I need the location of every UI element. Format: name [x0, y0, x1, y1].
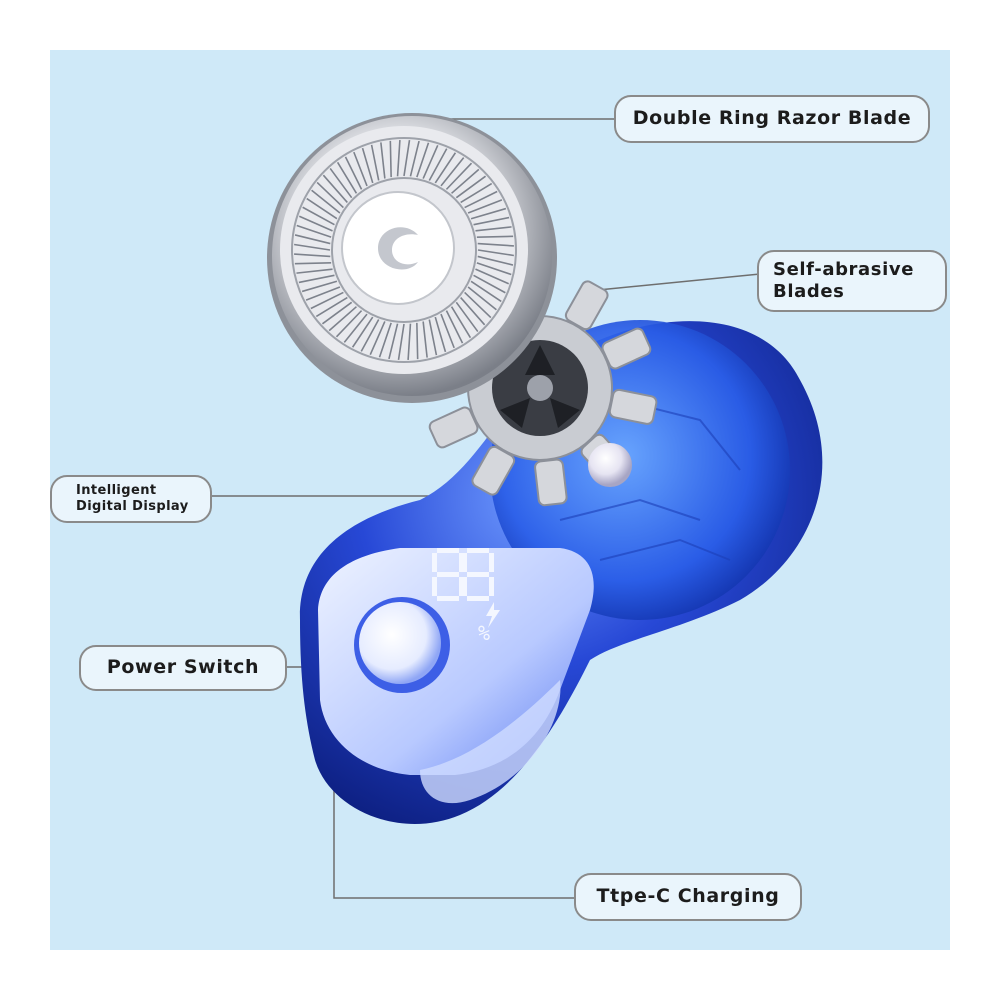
blade-spoke	[467, 199, 503, 214]
blade-spoke	[407, 323, 412, 360]
blade-spoke	[353, 151, 368, 187]
blade-spoke	[296, 224, 332, 238]
blade-spoke	[388, 323, 399, 360]
blade-spoke	[409, 140, 420, 177]
blade-spoke	[378, 322, 392, 358]
blade-spoke	[476, 235, 514, 238]
blade-arm	[564, 280, 609, 331]
blade-spoke	[316, 181, 344, 209]
blade-spoke	[329, 167, 353, 199]
blade-spoke	[343, 313, 368, 343]
blade-spoke	[335, 310, 363, 338]
blade-spoke	[445, 162, 473, 190]
blade-spoke	[464, 190, 498, 209]
blade-spoke	[389, 140, 392, 178]
blade-spoke	[294, 234, 331, 245]
power-button-illustration	[354, 597, 450, 693]
blade-spoke	[344, 156, 363, 190]
blade-spoke	[311, 189, 341, 214]
blade-spoke	[473, 216, 510, 226]
blade-spoke	[445, 310, 464, 344]
blade-spoke	[477, 255, 514, 266]
blade-spoke	[451, 168, 480, 194]
blade-spoke	[476, 262, 512, 276]
blade-spoke	[294, 243, 331, 251]
blade-spoke	[450, 306, 472, 339]
blade-spoke	[477, 242, 514, 247]
blade-arm	[534, 458, 568, 507]
blade-spoke	[370, 144, 380, 181]
callout-self-abrasive-blades: Self-abrasive Blades	[757, 250, 947, 312]
blade-spoke	[455, 301, 479, 333]
blade-arm	[471, 445, 516, 496]
blade-spoke	[470, 280, 502, 303]
callout-intelligent-digital-display-text: Intelligent Digital Display	[76, 482, 189, 514]
blade-spoke	[301, 280, 338, 293]
callout-self-abrasive-blades-text: Self-abrasive Blades	[773, 258, 915, 303]
blade-spoke	[403, 140, 411, 177]
blade-spoke	[380, 142, 386, 179]
blade-spoke	[351, 316, 374, 348]
blade-spoke	[306, 197, 338, 220]
blade-spoke	[302, 206, 335, 226]
blade-spoke	[434, 152, 457, 184]
blade-spoke	[473, 274, 506, 294]
blade-spoke	[464, 291, 492, 319]
blade-spoke	[460, 182, 493, 204]
blade-spoke	[475, 268, 510, 285]
blade-spoke	[397, 323, 405, 360]
callout-double-ring-razor-blade-text: Double Ring Razor Blade	[632, 107, 912, 130]
leader-line-self-abrasive	[597, 273, 761, 291]
blade-spoke	[296, 268, 333, 274]
brand-logo-icon	[378, 227, 418, 270]
callout-power-switch-text: Power Switch	[106, 656, 260, 679]
blade-spoke	[416, 142, 430, 178]
blade-spoke	[322, 174, 348, 203]
blade-spoke	[294, 253, 331, 258]
blade-spoke	[440, 157, 465, 187]
blade-spoke	[396, 140, 401, 177]
blade-spoke	[477, 249, 514, 257]
shaver-body	[299, 320, 823, 824]
blade-spoke	[328, 306, 357, 332]
blade-spoke	[470, 207, 507, 220]
bolt-icon	[486, 602, 500, 628]
blade-spoke	[321, 301, 353, 325]
blade-spoke	[475, 226, 512, 232]
blade-spoke	[369, 321, 386, 356]
blade-spoke	[422, 144, 439, 179]
blade-spoke	[305, 286, 341, 301]
blade-spoke	[455, 175, 487, 199]
blade-spoke	[361, 147, 374, 184]
blade-spoke	[360, 319, 380, 352]
blade-spoke	[428, 148, 448, 181]
callout-type-c-charging-text: Ttpe-C Charging	[596, 885, 780, 908]
blade-spoke	[336, 161, 358, 194]
blade-spoke	[294, 262, 332, 265]
blade-spoke	[298, 274, 335, 284]
blade-spoke	[298, 215, 333, 232]
blade-spoke	[416, 322, 419, 360]
callout-double-ring-razor-blade: Double Ring Razor Blade	[614, 95, 930, 143]
razor-head	[267, 113, 557, 403]
blade-spoke	[315, 296, 348, 318]
blade-spoke	[422, 321, 428, 358]
blade-spoke	[310, 291, 344, 310]
blade-spoke	[440, 313, 455, 349]
blade-spoke	[434, 316, 447, 353]
blade-spoke	[467, 286, 497, 311]
callout-type-c-charging: Ttpe-C Charging	[574, 873, 802, 921]
callout-power-switch: Power Switch	[79, 645, 287, 691]
blade-spoke	[460, 297, 486, 326]
display-unit: %	[478, 621, 490, 645]
blade-spoke	[428, 319, 438, 356]
digital-display: %	[432, 548, 500, 645]
callout-intelligent-digital-display: Intelligent Digital Display	[50, 475, 212, 523]
